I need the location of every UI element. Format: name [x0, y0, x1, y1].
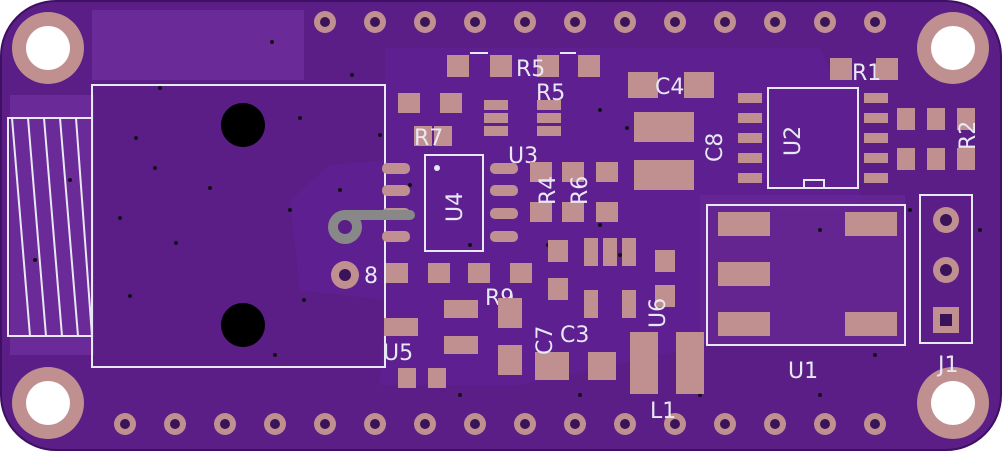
j1-header	[919, 194, 973, 344]
label-l1: L1	[650, 399, 676, 424]
label-r4: R4	[536, 176, 561, 205]
c7-c3-pads	[498, 298, 616, 380]
connector-jack	[7, 84, 386, 368]
label-c7: C7	[533, 326, 558, 355]
label-u6: U6	[646, 298, 671, 328]
label-r7: R7	[414, 126, 443, 151]
r2-group	[897, 108, 975, 170]
solder-jumper	[328, 210, 415, 289]
mounting-holes	[12, 12, 989, 439]
header-bottom	[114, 413, 886, 435]
label-c3: C3	[560, 323, 589, 348]
label-r1: R1	[852, 61, 881, 86]
r5-top	[447, 52, 600, 77]
label-r5-top: R5	[516, 57, 545, 82]
u1-regulator	[706, 204, 906, 346]
r5-pads	[398, 93, 561, 136]
label-r2: R2	[956, 121, 981, 150]
label-u1: U1	[788, 359, 818, 384]
label-r6: R6	[568, 176, 593, 205]
label-j1: J1	[936, 353, 959, 378]
c4-pads	[628, 72, 714, 190]
r1-pads	[830, 58, 898, 80]
l1-inductor	[630, 332, 704, 394]
label-u5: U5	[383, 341, 413, 366]
label-c8: C8	[703, 133, 728, 162]
label-r5: R5	[536, 81, 565, 106]
center-caps	[548, 238, 675, 318]
u5-pads	[384, 300, 478, 388]
u2-chip	[738, 87, 888, 189]
label-c4: C4	[655, 75, 684, 100]
copper-pour	[92, 10, 304, 80]
label-c8-left: 8	[364, 264, 378, 289]
label-u4: U4	[443, 192, 468, 222]
r4-r6-cluster	[530, 162, 618, 222]
r9-row	[386, 263, 532, 283]
label-u2: U2	[781, 126, 806, 156]
r7-pads	[414, 126, 452, 146]
header-top	[314, 11, 886, 33]
